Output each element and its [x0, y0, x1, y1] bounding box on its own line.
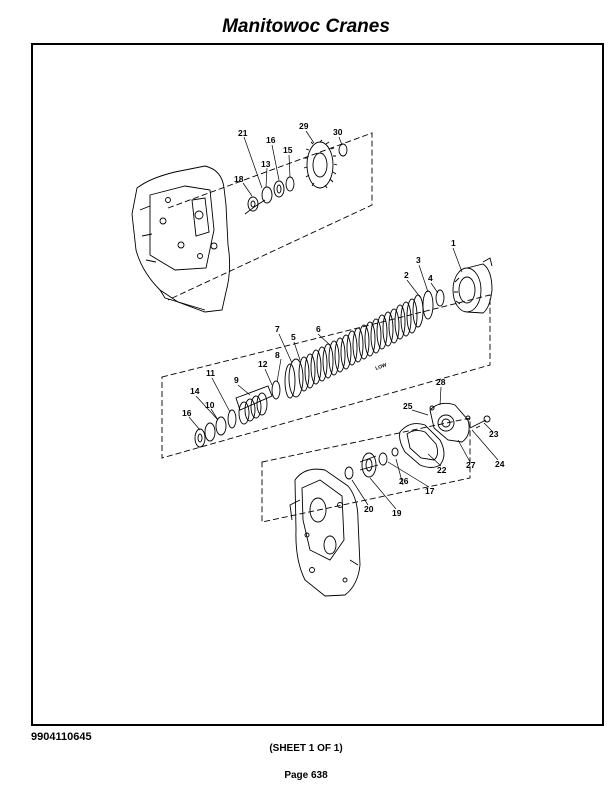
callout-29: 29 — [299, 121, 309, 131]
callout-22: 22 — [437, 465, 447, 475]
middle-assembly-boundary — [161, 294, 491, 459]
sheet-label: (SHEET 1 OF 1) — [269, 743, 343, 754]
callout-15: 15 — [283, 145, 293, 155]
callout-16-upper: 16 — [266, 135, 276, 145]
upper-gear-train — [244, 139, 348, 215]
transmission-housing-upper — [131, 165, 231, 313]
diagram-frame — [31, 43, 604, 726]
callout-9: 9 — [234, 375, 239, 385]
stamp-label: LOW — [375, 362, 388, 372]
callout-leaders — [188, 130, 499, 510]
page-number: Page 638 — [284, 770, 328, 781]
callout-25: 25 — [403, 401, 413, 411]
callout-1: 1 — [451, 238, 456, 248]
callout-5: 5 — [291, 332, 296, 342]
callout-23: 23 — [489, 429, 499, 439]
callout-12: 12 — [258, 359, 268, 369]
callout-10: 10 — [205, 400, 215, 410]
upper-assembly-boundary — [167, 132, 373, 301]
callout-17: 17 — [425, 486, 435, 496]
callout-24: 24 — [495, 459, 505, 469]
callout-16-lower: 16 — [182, 408, 192, 418]
page-title: Manitowoc Cranes — [222, 16, 390, 37]
callout-18: 18 — [234, 174, 244, 184]
transmission-housing-lower — [289, 468, 361, 597]
callout-20: 20 — [364, 504, 374, 514]
callout-numbers: 1 2 3 4 5 6 7 8 9 10 11 12 13 14 15 16 1… — [182, 121, 505, 518]
callout-27: 27 — [466, 460, 476, 470]
callout-21: 21 — [238, 128, 248, 138]
callout-3: 3 — [416, 255, 421, 265]
clutch-assembly — [194, 257, 493, 448]
callout-14: 14 — [190, 386, 200, 396]
document-number: 9904110645 — [31, 731, 92, 743]
callout-4: 4 — [428, 273, 433, 283]
callout-26: 26 — [399, 476, 409, 486]
callout-30: 30 — [333, 127, 343, 137]
lower-assembly-boundary — [261, 417, 471, 523]
callout-11: 11 — [206, 368, 215, 378]
cover-assembly — [344, 402, 491, 480]
callout-13: 13 — [261, 159, 271, 169]
callout-6: 6 — [316, 324, 321, 334]
callout-7: 7 — [275, 324, 280, 334]
callout-28: 28 — [436, 377, 446, 387]
callout-19: 19 — [392, 508, 402, 518]
callout-2: 2 — [404, 270, 409, 280]
callout-8: 8 — [275, 350, 280, 360]
